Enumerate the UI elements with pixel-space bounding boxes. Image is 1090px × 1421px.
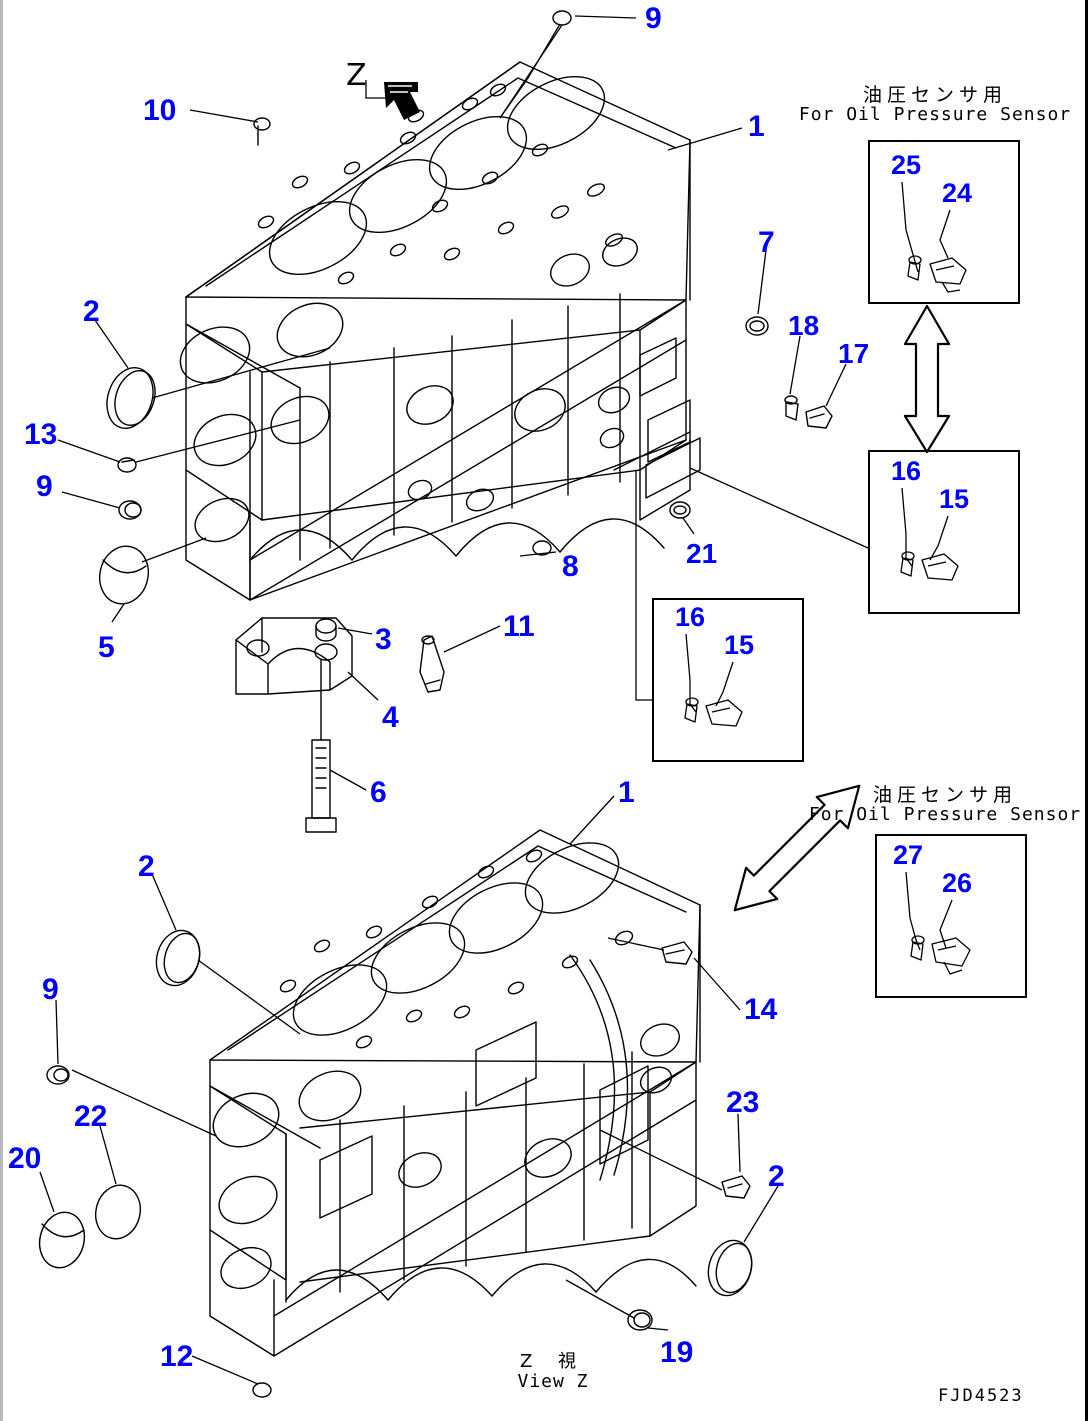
section-z-arrow — [384, 82, 420, 120]
callout-number-18: 18 — [788, 310, 820, 341]
callout-number-13: 13 — [24, 418, 58, 451]
caption-en-text: For Oil Pressure Sensor — [808, 803, 1082, 825]
callout-number-15: 15 — [939, 484, 970, 514]
page-border-left — [0, 0, 3, 1421]
callout-number-2: 2 — [83, 295, 100, 328]
callout-number-2: 2 — [768, 1160, 785, 1193]
view-z-label: Z 視 View Z — [478, 1352, 628, 1392]
caption-oil-pressure-sensor-bottom: 油圧センサ用 For Oil Pressure Sensor — [800, 784, 1090, 825]
inset-frame-15-16-middle — [652, 598, 804, 762]
callout-number-9: 9 — [645, 2, 662, 35]
section-z-marker: Z — [346, 58, 367, 93]
inset-frame-24-25 — [868, 140, 1020, 304]
page-border-right — [1085, 0, 1088, 1421]
callout-number-24: 24 — [942, 178, 973, 208]
callout-number-12: 12 — [160, 1340, 194, 1373]
callout-number-2: 2 — [138, 850, 155, 883]
callout-number-10: 10 — [143, 94, 177, 127]
callout-number-8: 8 — [562, 550, 579, 583]
callout-number-23: 23 — [726, 1086, 760, 1119]
view-z-en: View Z — [517, 1370, 589, 1392]
callout-number-27: 27 — [893, 840, 924, 870]
callout-number-26: 26 — [942, 868, 973, 898]
drawing-number: FJD4523 — [938, 1386, 1024, 1406]
callout-number-15: 15 — [724, 630, 755, 660]
caption-en-text: For Oil Pressure Sensor — [798, 103, 1072, 125]
callout-number-17: 17 — [838, 338, 870, 369]
callout-number-4: 4 — [382, 701, 399, 734]
callout-number-1: 1 — [618, 776, 635, 809]
caption-jp-text: 油圧センサ用 — [872, 784, 1017, 806]
arrow-vertical-double — [903, 304, 951, 454]
callout-number-11: 11 — [503, 610, 535, 643]
callout-number-7: 7 — [758, 226, 775, 259]
caption-oil-pressure-sensor-top: 油圧センサ用 For Oil Pressure Sensor — [790, 84, 1080, 125]
callout-number-16: 16 — [675, 602, 706, 632]
inset-frame-26-27 — [875, 834, 1027, 998]
callout-number-6: 6 — [370, 776, 387, 809]
callout-number-9: 9 — [36, 470, 53, 503]
callout-number-20: 20 — [8, 1142, 42, 1175]
callout-number-14: 14 — [744, 993, 778, 1026]
callout-number-1: 1 — [748, 110, 765, 143]
callout-number-25: 25 — [891, 150, 922, 180]
inset-frame-15-16-right — [868, 450, 1020, 614]
callout-number-9: 9 — [42, 973, 59, 1006]
callout-number-16: 16 — [891, 456, 922, 486]
callout-number-5: 5 — [98, 631, 115, 664]
caption-jp-text: 油圧センサ用 — [862, 84, 1007, 106]
callout-number-21: 21 — [686, 538, 718, 569]
view-z-jp: Z 視 — [519, 1351, 587, 1372]
callout-number-3: 3 — [375, 623, 392, 656]
callout-number-22: 22 — [74, 1100, 108, 1133]
callout-number-19: 19 — [660, 1336, 694, 1369]
